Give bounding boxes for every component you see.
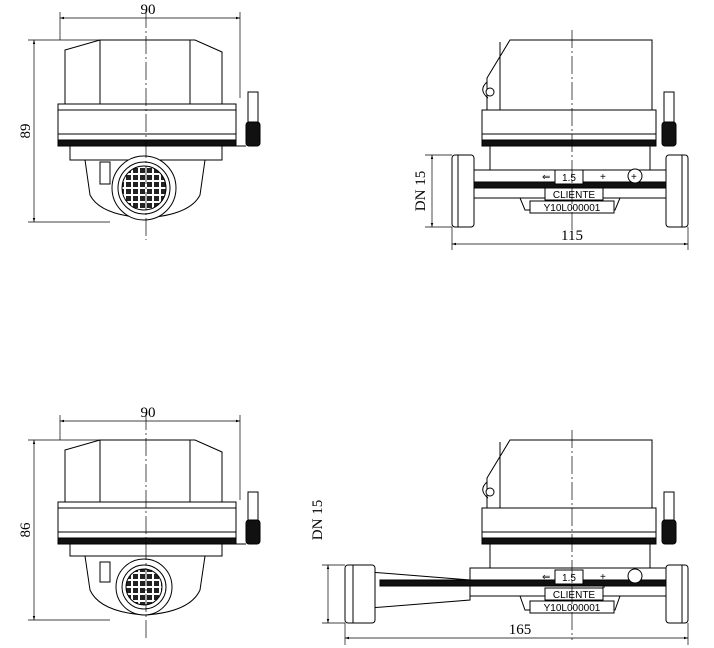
plus-symbol-bottom: + [600, 572, 606, 583]
side-view-top: ⇐ 1.5 + + CLIENTE Y10L000001 DN 15 115 [413, 30, 689, 250]
height-dimension-top: 89 [18, 39, 110, 223]
front-view-bottom: 90 86 [18, 405, 261, 640]
meter-class-label-bottom: 1.5 [562, 573, 576, 584]
length-label-bottom: 165 [509, 622, 532, 638]
front-view-top: 90 89 [18, 2, 261, 240]
length-dimension-bottom: 165 [344, 622, 689, 645]
plus-symbol-top: + [600, 172, 606, 183]
height-label-bottom: 86 [18, 522, 34, 538]
width-dimension-bottom: 90 [59, 405, 241, 500]
side-view-bottom: ⇐ 1.5 + - CLIENTE Y10L000001 DN 15 165 [310, 430, 689, 645]
dn-label-bottom: DN 15 [310, 500, 326, 540]
client-label-bottom: CLIENTE [553, 590, 596, 601]
minus-symbol-bottom: - [602, 582, 605, 593]
width-dimension-top: 90 [59, 2, 241, 98]
plus-icon-top: + [631, 172, 637, 183]
length-dimension-top: 115 [451, 227, 689, 250]
dn-dimension-top: DN 15 [413, 154, 452, 228]
meter-class-label-top: 1.5 [562, 173, 576, 184]
height-dimension-bottom: 86 [18, 439, 110, 621]
width-label-top: 90 [141, 2, 156, 18]
height-label-top: 89 [18, 124, 34, 139]
flow-arrow-icon-bottom: ⇐ [542, 572, 550, 583]
flow-arrow-icon: ⇐ [542, 172, 550, 183]
length-label-top: 115 [561, 228, 583, 244]
dn-label-top: DN 15 [413, 171, 429, 211]
dn-dimension-bottom: DN 15 [310, 500, 345, 624]
client-label-top: CLIENTE [553, 190, 596, 201]
width-label-bottom: 90 [141, 405, 156, 421]
